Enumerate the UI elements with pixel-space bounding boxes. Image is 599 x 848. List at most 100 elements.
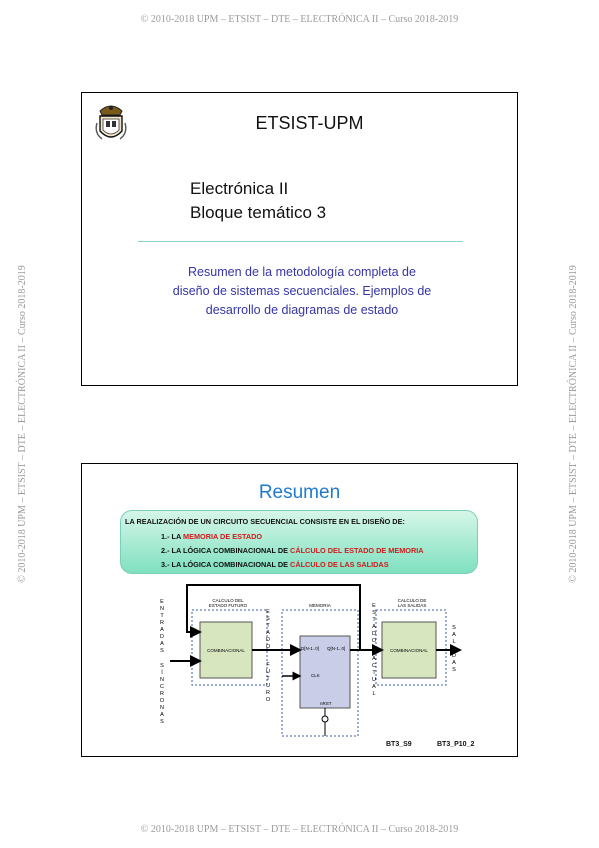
sequential-circuit-diagram: CALCULO DEL ESTADO FUTURO MEMORIA CALCUL… <box>160 584 462 737</box>
vertical-letter: A <box>452 632 456 638</box>
vertical-letter: O <box>266 697 271 703</box>
slide-code-right: BT3_P10_2 <box>437 741 475 748</box>
vertical-letter: D <box>266 637 270 643</box>
vertical-letter: E <box>372 603 376 609</box>
next-state-group <box>191 609 268 686</box>
slide-title: ETSIST-UPM Electrónica II Bloque temátic… <box>81 92 518 386</box>
vertical-letter <box>373 649 375 655</box>
vertical-letter: A <box>372 656 376 662</box>
item-prefix: 1.- LA <box>161 532 184 541</box>
slide-summary: Resumen LA REALIZACIÓN DE UN CIRCUITO SE… <box>81 463 518 757</box>
vertical-letter: C <box>372 663 376 669</box>
callout-item-2: 2.- LA LÓGICA COMBINACIONAL DE CÁLCULO D… <box>161 546 424 555</box>
vertical-letter: A <box>372 684 376 690</box>
course-title: Electrónica II Bloque temático 3 <box>190 177 326 225</box>
vertical-letter: U <box>372 677 376 683</box>
vertical-letter: R <box>266 690 270 696</box>
item-highlight: CÁLCULO DE LAS SALIDAS <box>290 560 389 569</box>
label-next-state-2: ESTADO FUTURO <box>209 603 248 608</box>
vertical-letter: U <box>266 669 270 675</box>
divider-rule <box>138 241 463 242</box>
vertical-letter: L <box>452 639 455 645</box>
item-prefix: 3.- LA LÓGICA COMBINACIONAL DE <box>161 560 291 569</box>
vertical-letter: S <box>452 625 456 631</box>
vertical-letter: L <box>372 691 375 697</box>
vertical-letter: A <box>160 627 164 633</box>
ff-q-label: Q[N-1..0] <box>327 646 345 651</box>
vertical-letter: A <box>160 641 164 647</box>
vertical-letter: N <box>160 606 164 612</box>
vertical-letter: O <box>160 698 165 704</box>
memory-group <box>281 609 359 737</box>
vertical-letter: A <box>452 660 456 666</box>
vertical-letter: A <box>266 630 270 636</box>
summary-line-3: desarrollo de diagramas de estado <box>205 303 399 317</box>
vertical-letter: N <box>160 705 164 711</box>
vertical-letter: I <box>453 646 455 652</box>
comb2-label: COMBINACIONAL <box>390 648 428 653</box>
vertical-letter: T <box>372 617 376 623</box>
item-prefix: 2.- LA LÓGICA COMBINACIONAL DE <box>161 546 291 555</box>
vertical-letter: D <box>452 653 456 659</box>
vertical-letter: O <box>372 638 377 644</box>
summary-line-1: Resumen de la metodología completa de <box>188 265 416 279</box>
label-memory: MEMORIA <box>309 603 331 608</box>
vertical-letter: S <box>452 667 456 673</box>
vertical-letter: E <box>160 599 164 605</box>
item-highlight: MEMORIA DE ESTADO <box>183 532 263 541</box>
vertical-letter: O <box>266 644 271 650</box>
vertical-letter: A <box>372 624 376 630</box>
page-header: © 2010-2018 UPM – ETSIST – DTE – ELECTRÓ… <box>140 14 459 25</box>
callout-item-3: 3.- LA LÓGICA COMBINACIONAL DE CÁLCULO D… <box>161 560 389 569</box>
org-name: ETSIST-UPM <box>255 113 364 133</box>
vertical-letter: A <box>160 712 164 718</box>
label-next-state-1: CALCULO DEL <box>212 598 244 603</box>
vertical-letter: E <box>266 609 270 615</box>
page-footer: © 2010-2018 UPM – ETSIST – DTE – ELECTRÓ… <box>140 824 459 835</box>
course-line-1: Electrónica II <box>190 179 289 198</box>
vertical-letter: T <box>266 623 270 629</box>
slide-code-left: BT3_S9 <box>386 741 412 748</box>
vertical-letter: T <box>160 613 164 619</box>
callout-item-1: 1.- LA MEMORIA DE ESTADO <box>161 532 262 541</box>
summary-callout: LA REALIZACIÓN DE UN CIRCUITO SECUENCIAL… <box>120 510 478 574</box>
vertical-letter: R <box>160 620 164 626</box>
vertical-letter: N <box>160 677 164 683</box>
vertical-letter: D <box>372 631 376 637</box>
slide-title: Resumen <box>258 482 341 503</box>
vertical-letter: F <box>266 662 270 668</box>
vertical-letter: T <box>266 676 270 682</box>
label-outputs-2: LAS SALIDAS <box>398 603 427 608</box>
vertical-letter: R <box>160 691 164 697</box>
vertical-letter <box>267 655 269 661</box>
vertical-letter: T <box>372 670 376 676</box>
ff-rst-label: nRST <box>320 701 332 706</box>
vertical-letter: S <box>266 616 270 622</box>
summary-text: Resumen de la metodología completa de di… <box>142 263 462 320</box>
vertical-letter: S <box>372 610 376 616</box>
side-copyright-right: © 2010-2018 UPM – ETSIST – DTE – ELECTRÓ… <box>568 265 579 583</box>
ff-d-label: D[N-1..0] <box>301 646 319 651</box>
course-line-2: Bloque temático 3 <box>190 203 327 222</box>
vertical-letter: Í <box>161 669 163 676</box>
vertical-letter: U <box>266 683 270 689</box>
summary-line-2: diseño de sistemas secuenciales. Ejemplo… <box>172 284 432 298</box>
item-highlight: CÁLCULO DEL ESTADO DE MEMORIA <box>290 546 424 555</box>
label-outputs-1: CALCULO DE <box>398 598 427 603</box>
combinational-block-1 <box>199 621 253 679</box>
vertical-letter: S <box>160 663 164 669</box>
vertical-letter: S <box>160 719 164 725</box>
vertical-letter: C <box>160 684 164 690</box>
side-copyright-left: © 2010-2018 UPM – ETSIST – DTE – ELECTRÓ… <box>17 265 28 583</box>
vertical-letter: S <box>160 648 164 654</box>
ff-clk-label: CLK <box>311 673 320 678</box>
comb1-label: COMBINACIONAL <box>207 648 245 653</box>
callout-lead: LA REALIZACIÓN DE UN CIRCUITO SECUENCIAL… <box>125 517 405 526</box>
university-crest-icon <box>95 105 127 140</box>
vertical-letter: D <box>160 634 164 640</box>
